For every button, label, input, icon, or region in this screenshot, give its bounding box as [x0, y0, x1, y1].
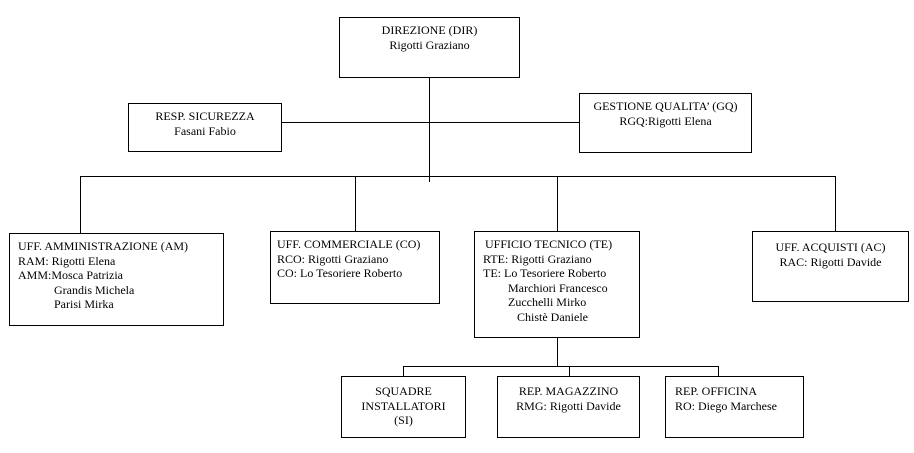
node-title: UFF. AMMINISTRAZIONE (AM)	[18, 239, 189, 253]
node-squadre-installatori: SQUADRE INSTALLATORI (SI)	[341, 376, 466, 438]
node-title: REP. OFFICINA	[675, 384, 758, 398]
node-direzione: DIREZIONE (DIR) Rigotti Graziano	[339, 17, 520, 78]
node-uff-acquisti: UFF. ACQUISTI (AC) RAC: Rigotti Davide	[752, 231, 909, 302]
node-line: INSTALLATORI	[361, 398, 446, 413]
node-resp-sicurezza: RESP. SICUREZZA Fasani Fabio	[128, 103, 282, 152]
node-title: GESTIONE QUALITA’ (GQ)	[593, 99, 738, 113]
node-ufficio-tecnico: UFFICIO TECNICO (TE) RTE: Rigotti Grazia…	[474, 231, 640, 338]
node-uff-amministrazione: UFF. AMMINISTRAZIONE (AM) RAM: Rigotti E…	[9, 233, 224, 326]
node-line: RAC: Rigotti Davide	[779, 254, 882, 269]
node-uff-commerciale: UFF. COMMERCIALE (CO) RCO: Rigotti Grazi…	[270, 231, 440, 304]
node-rep-magazzino: REP. MAGAZZINO RMG: Rigotti Davide	[497, 376, 640, 438]
node-title: UFF. COMMERCIALE (CO)	[277, 237, 421, 251]
node-line: Chistè Daniele	[517, 309, 588, 324]
node-title: UFF. ACQUISTI (AC)	[775, 240, 886, 254]
node-line: Parisi Mirka	[54, 297, 114, 311]
node-rep-officina: REP. OFFICINA RO: Diego Marchese	[665, 376, 804, 438]
node-line: Zucchelli Mirko	[508, 295, 587, 309]
node-line: Rigotti Graziano	[389, 37, 470, 52]
node-title: SQUADRE	[375, 384, 432, 398]
node-line: (SI)	[394, 413, 413, 427]
node-line: RMG: Rigotti Davide	[516, 398, 621, 413]
node-title: UFFICIO TECNICO (TE)	[485, 237, 613, 251]
node-line: RO: Diego Marchese	[675, 398, 777, 413]
node-title: DIREZIONE (DIR)	[381, 23, 478, 37]
node-line: RAM: Rigotti Elena	[18, 253, 116, 268]
node-gestione-qualita: GESTIONE QUALITA’ (GQ) RGQ:Rigotti Elena	[579, 93, 752, 153]
node-line: Fasani Fabio	[174, 123, 236, 138]
node-line: Grandis Michela	[54, 282, 135, 297]
node-title: RESP. SICUREZZA	[155, 109, 255, 123]
node-line: CO: Lo Tesoriere Roberto	[277, 266, 403, 280]
node-line: Marchiori Francesco	[508, 280, 608, 295]
node-title: REP. MAGAZZINO	[518, 384, 619, 398]
node-line: TE: Lo Tesoriere Roberto	[483, 266, 607, 280]
node-line: RCO: Rigotti Graziano	[277, 251, 389, 266]
node-line: RTE: Rigotti Graziano	[483, 251, 592, 266]
node-line: AMM:Mosca Patrizia	[18, 268, 123, 282]
node-line: RGQ:Rigotti Elena	[619, 113, 712, 128]
